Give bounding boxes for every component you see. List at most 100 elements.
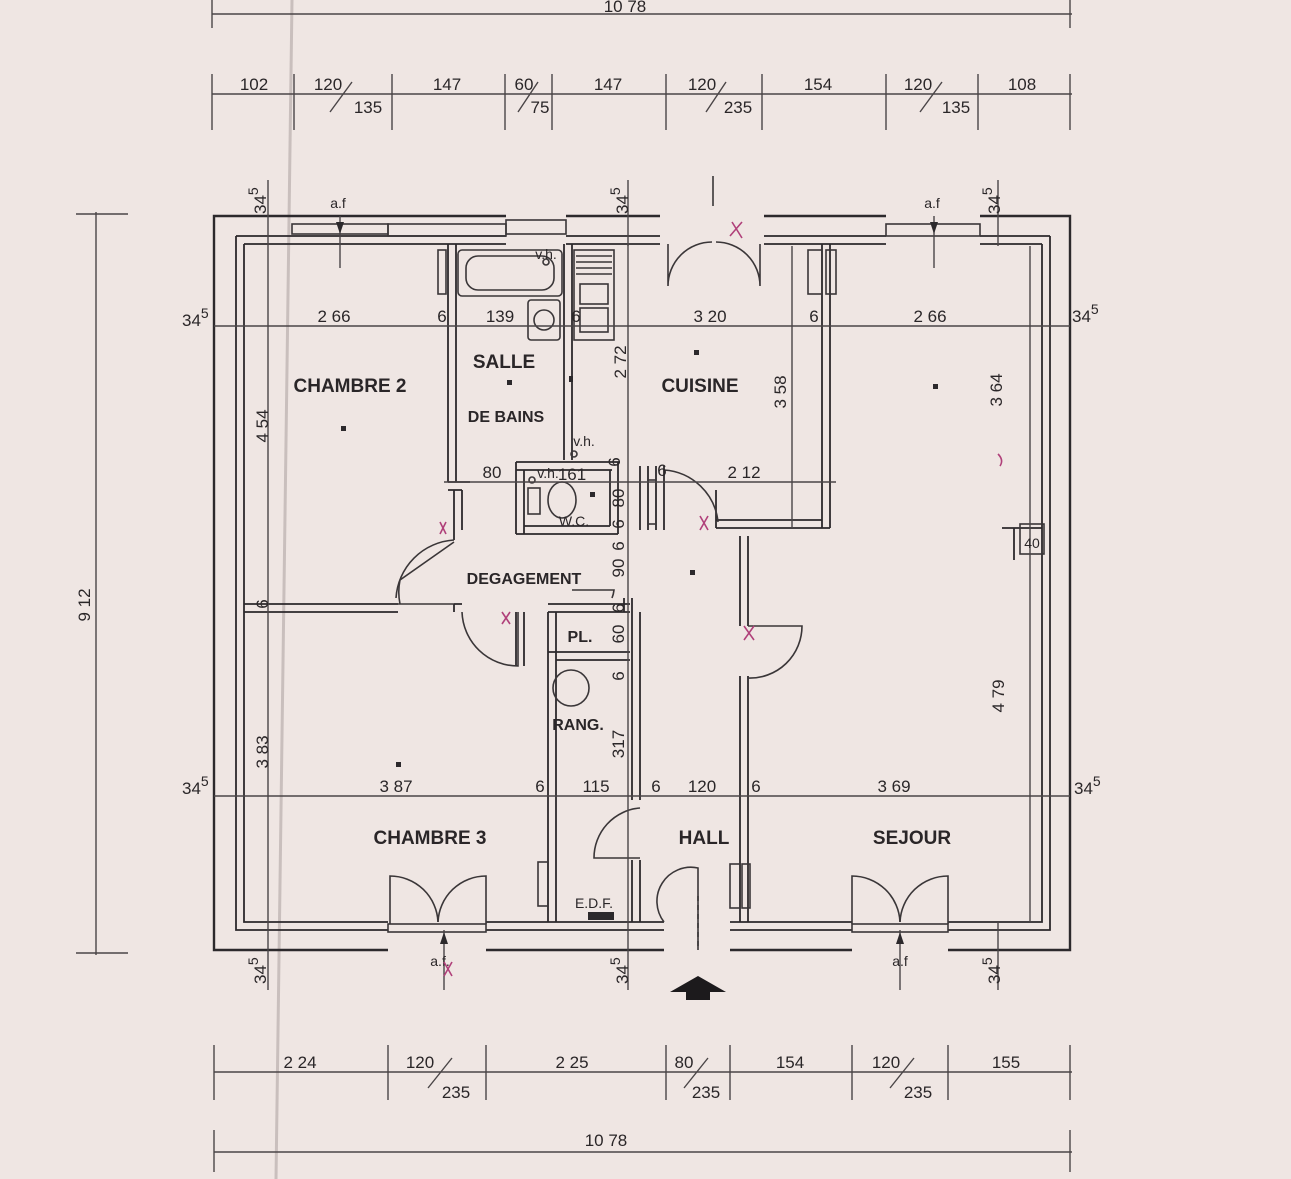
dim-upper-cuisine: 3 20: [693, 307, 726, 326]
wall-34-left-top: 345: [182, 305, 209, 330]
dim-mid-6b: 6: [609, 541, 628, 550]
left-dimension: 9 12: [75, 212, 128, 955]
wall-34-top-3: 345: [979, 187, 1004, 214]
top-dim-1: 102: [240, 75, 268, 94]
room-rangement: RANG.: [552, 717, 604, 734]
top-total-dim: 10 78: [604, 0, 647, 16]
wall-34-top-2: 345: [607, 187, 632, 214]
room-hall: HALL: [679, 828, 730, 849]
bottom-dim-5: 154: [776, 1053, 804, 1072]
bottom-dim-6b: 235: [904, 1083, 932, 1102]
kitchen-sink: [573, 249, 615, 341]
dim-upper-chambre2: 2 66: [317, 307, 350, 326]
bottom-dim-4b: 235: [692, 1083, 720, 1102]
internal-dimensions: 2 66 6 139 6 3 20 6 2 66 3 87 6 115 6 12…: [253, 307, 1040, 796]
dim-mid-317: 317: [609, 730, 628, 758]
bottom-dim-3: 2 25: [555, 1053, 588, 1072]
top-dim-9: 108: [1008, 75, 1036, 94]
dim-right-lower-height: 4 79: [989, 679, 1008, 712]
dim-upper-6a: 6: [437, 307, 446, 326]
top-dim-2a: 120: [314, 75, 342, 94]
top-dimensions: 10 78 102 120 135 147 60 75 147 120 235 …: [211, 0, 1072, 130]
top-dim-3: 147: [433, 75, 461, 94]
room-wc: W.C.: [559, 513, 589, 529]
paper-crease: [274, 0, 294, 1179]
af-label-bottom-right: a.f: [892, 953, 908, 969]
bottom-dim-2b: 235: [442, 1083, 470, 1102]
vh-label-1: v.h.: [535, 246, 557, 262]
wall-thickness-labels: 345 345 345 345 345 345 345 345 345 345: [182, 187, 1101, 984]
dim-cuisine-height: 3 58: [771, 375, 790, 408]
top-dim-5: 147: [594, 75, 622, 94]
pink-marks: [439, 221, 1003, 977]
vh-label-3: v.h.: [537, 465, 559, 481]
dim-upper-sdb: 139: [486, 307, 514, 326]
bottom-dim-6a: 120: [872, 1053, 900, 1072]
top-dim-7: 154: [804, 75, 832, 94]
dim-lower-6b: 6: [651, 777, 660, 796]
af-label-top-left: a.f: [330, 195, 346, 211]
exterior-walls: [212, 214, 1072, 952]
vh-label-2: v.h.: [573, 433, 595, 449]
wall-34-bottom-3: 345: [979, 957, 1004, 984]
top-dim-8b: 135: [942, 98, 970, 117]
dim-sdb-height: 2 72: [611, 345, 630, 378]
top-dim-8a: 120: [904, 75, 932, 94]
room-de-bains: DE BAINS: [468, 409, 545, 426]
interior-walls: [244, 244, 1042, 922]
af-label-top-right: a.f: [924, 195, 940, 211]
dim-wc-80: 80: [483, 463, 502, 482]
room-salle: SALLE: [473, 352, 535, 373]
dim-wc-6b: 6: [657, 461, 666, 480]
bottom-dim-4a: 80: [675, 1053, 694, 1072]
dim-chambre3-height: 3 83: [253, 735, 272, 768]
dim-mid-6a: 6: [609, 519, 628, 528]
wall-34-left-bottom: 345: [182, 773, 209, 798]
room-cuisine: CUISINE: [661, 376, 738, 397]
wall-34-top-1: 345: [245, 187, 270, 214]
room-labels: CHAMBRE 2 SALLE DE BAINS CUISINE DEGAGEM…: [294, 352, 952, 911]
edf-label: E.D.F.: [575, 895, 613, 911]
dim-wc-212: 2 12: [727, 463, 760, 482]
annotation-labels: v.h. v.h. v.h. a.f a.f a.f. a.f: [330, 195, 940, 969]
dim-chambre2-height: 4 54: [253, 409, 272, 442]
top-dim-6a: 120: [688, 75, 716, 94]
dim-right-40: 40: [1024, 535, 1040, 551]
bottom-dim-1: 2 24: [283, 1053, 316, 1072]
room-placard: PL.: [568, 629, 593, 646]
top-dim-6b: 235: [724, 98, 752, 117]
entry-arrow-icon: [670, 976, 726, 1000]
dim-lower-rang: 115: [582, 777, 609, 796]
dim-lower-sejour: 3 69: [877, 777, 910, 796]
wall-34-bottom-1: 345: [245, 957, 270, 984]
doors: [389, 176, 1045, 950]
room-degagement: DEGAGEMENT: [467, 571, 582, 588]
bottom-dim-7: 155: [992, 1053, 1020, 1072]
wall-34-right-bottom: 345: [1074, 773, 1101, 798]
fixtures: [341, 249, 938, 920]
dim-wc-161: 161: [558, 465, 586, 484]
top-dim-2b: 135: [354, 98, 382, 117]
window-top-2: [505, 219, 567, 235]
wall-34-bottom-2: 345: [607, 957, 632, 984]
room-sejour: SEJOUR: [873, 828, 951, 849]
dim-upper-6c: 6: [809, 307, 818, 326]
dim-mid-60: 60: [609, 625, 628, 644]
bottom-dimensions: 2 24 120 235 2 25 80 235 154 120 235 155…: [213, 1045, 1072, 1172]
dim-lower-chambre3: 3 87: [379, 777, 412, 796]
room-chambre-2: CHAMBRE 2: [294, 376, 407, 397]
dim-right-upper-height: 3 64: [987, 373, 1006, 406]
dim-mid-6c: 6: [609, 603, 628, 612]
top-dim-4b: 75: [531, 98, 550, 117]
dim-lower-hall: 120: [688, 777, 716, 796]
bottom-total-dim: 10 78: [585, 1131, 628, 1150]
dim-lower-6a: 6: [535, 777, 544, 796]
top-dim-4a: 60: [515, 75, 534, 94]
dim-lower-6c: 6: [751, 777, 760, 796]
room-chambre-3: CHAMBRE 3: [374, 828, 487, 849]
dim-chambre-sep: 6: [253, 599, 272, 608]
dim-mid-80: 80: [609, 489, 628, 508]
internal-dimension-lines: [214, 180, 1070, 990]
water-heater: [552, 669, 590, 707]
